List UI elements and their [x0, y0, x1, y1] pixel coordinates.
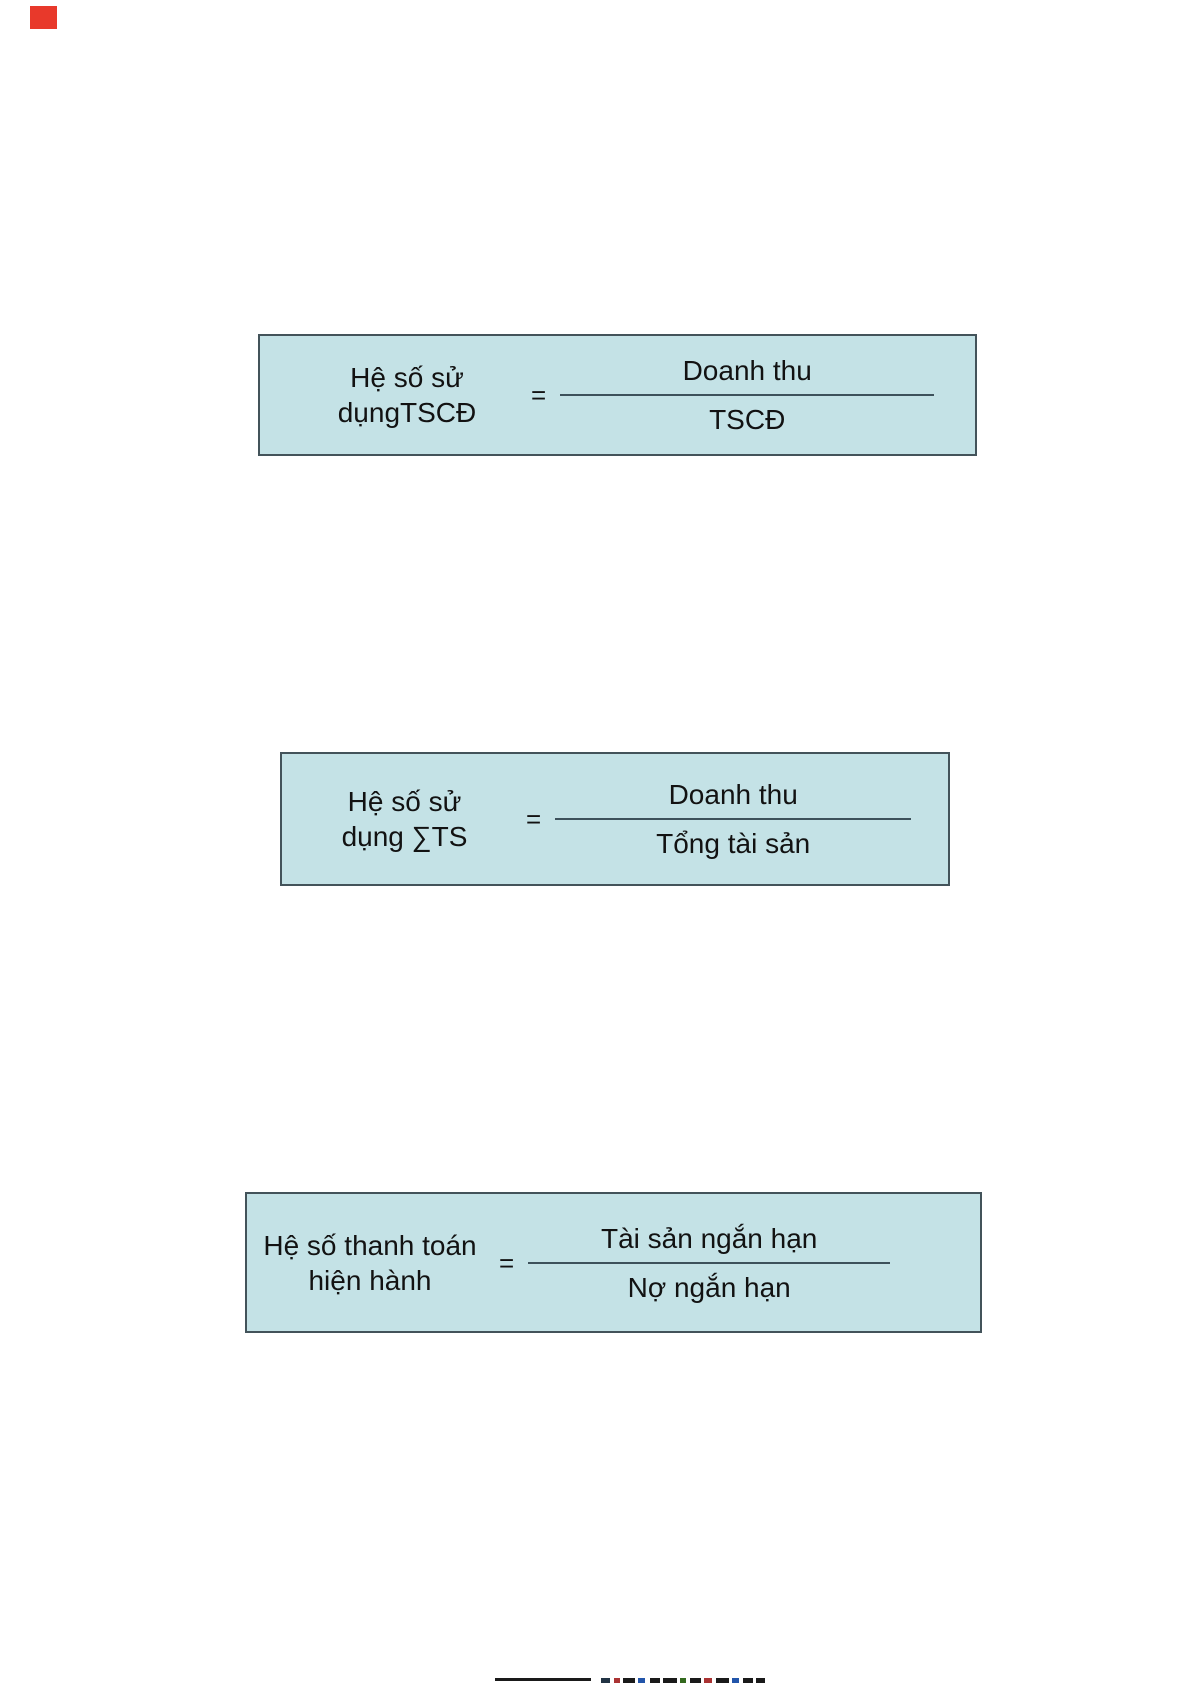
watermark-dash [690, 1678, 701, 1683]
fraction-denominator: Nợ ngắn hạn [627, 1271, 791, 1303]
watermark-dash [680, 1678, 686, 1683]
watermark-dash [614, 1678, 620, 1683]
formula-label-line1: Hệ số thanh toán [263, 1229, 477, 1261]
formula-label-line1: Hệ số sử [350, 362, 464, 393]
watermark-dash [638, 1678, 645, 1683]
fraction: Tài sản ngắn hạn Nợ ngắn hạn [528, 1221, 891, 1305]
bottom-watermark [495, 1678, 765, 1685]
watermark-dash [650, 1678, 660, 1683]
equals-sign: = [499, 1247, 515, 1278]
watermark-dash [756, 1678, 765, 1683]
formula-label-line2: hiện hành [308, 1264, 432, 1296]
watermark-dash [716, 1678, 729, 1683]
fraction-denominator: TSCĐ [709, 404, 786, 435]
formula-label-line1: Hệ số sử [347, 786, 462, 817]
formula-label: Hệ số thanh toán hiện hành [255, 1228, 485, 1298]
fraction-line [555, 818, 912, 820]
watermark-dash [732, 1678, 739, 1683]
fraction-numerator: Doanh thu [668, 779, 798, 810]
fraction: Doanh thu Tổng tài sản [555, 777, 912, 861]
equals-sign: = [531, 380, 547, 410]
watermark-dash [743, 1678, 753, 1683]
fraction-denominator: Tổng tài sản [656, 828, 811, 859]
fraction-line [528, 1261, 891, 1264]
formula-label: Hệ số sử dụng ∑TS [297, 784, 512, 854]
watermark-dash [601, 1678, 610, 1683]
fraction-numerator: Doanh thu [682, 355, 812, 386]
fraction: Doanh thu TSCĐ [560, 353, 935, 437]
equals-sign: = [526, 804, 542, 834]
fraction-line [560, 394, 935, 396]
formula-box-current-ratio: Hệ số thanh toán hiện hành = Tài sản ngắ… [245, 1192, 982, 1333]
formula-label-line2: dụngTSCĐ [337, 397, 477, 428]
formula-label-line2: dụng ∑TS [341, 821, 468, 852]
formula-box-fixed-asset-turnover: Hệ số sử dụngTSCĐ = Doanh thu TSCĐ [258, 334, 977, 456]
watermark-dash [623, 1678, 635, 1683]
red-marker [30, 6, 57, 29]
fraction-numerator: Tài sản ngắn hạn [600, 1222, 818, 1254]
formula-label: Hệ số sử dụngTSCĐ [297, 360, 517, 430]
watermark-dash [704, 1678, 712, 1683]
formula-box-total-asset-turnover: Hệ số sử dụng ∑TS = Doanh thu Tổng tài s… [280, 752, 950, 886]
watermark-dash [495, 1678, 591, 1681]
watermark-dash [663, 1678, 677, 1683]
